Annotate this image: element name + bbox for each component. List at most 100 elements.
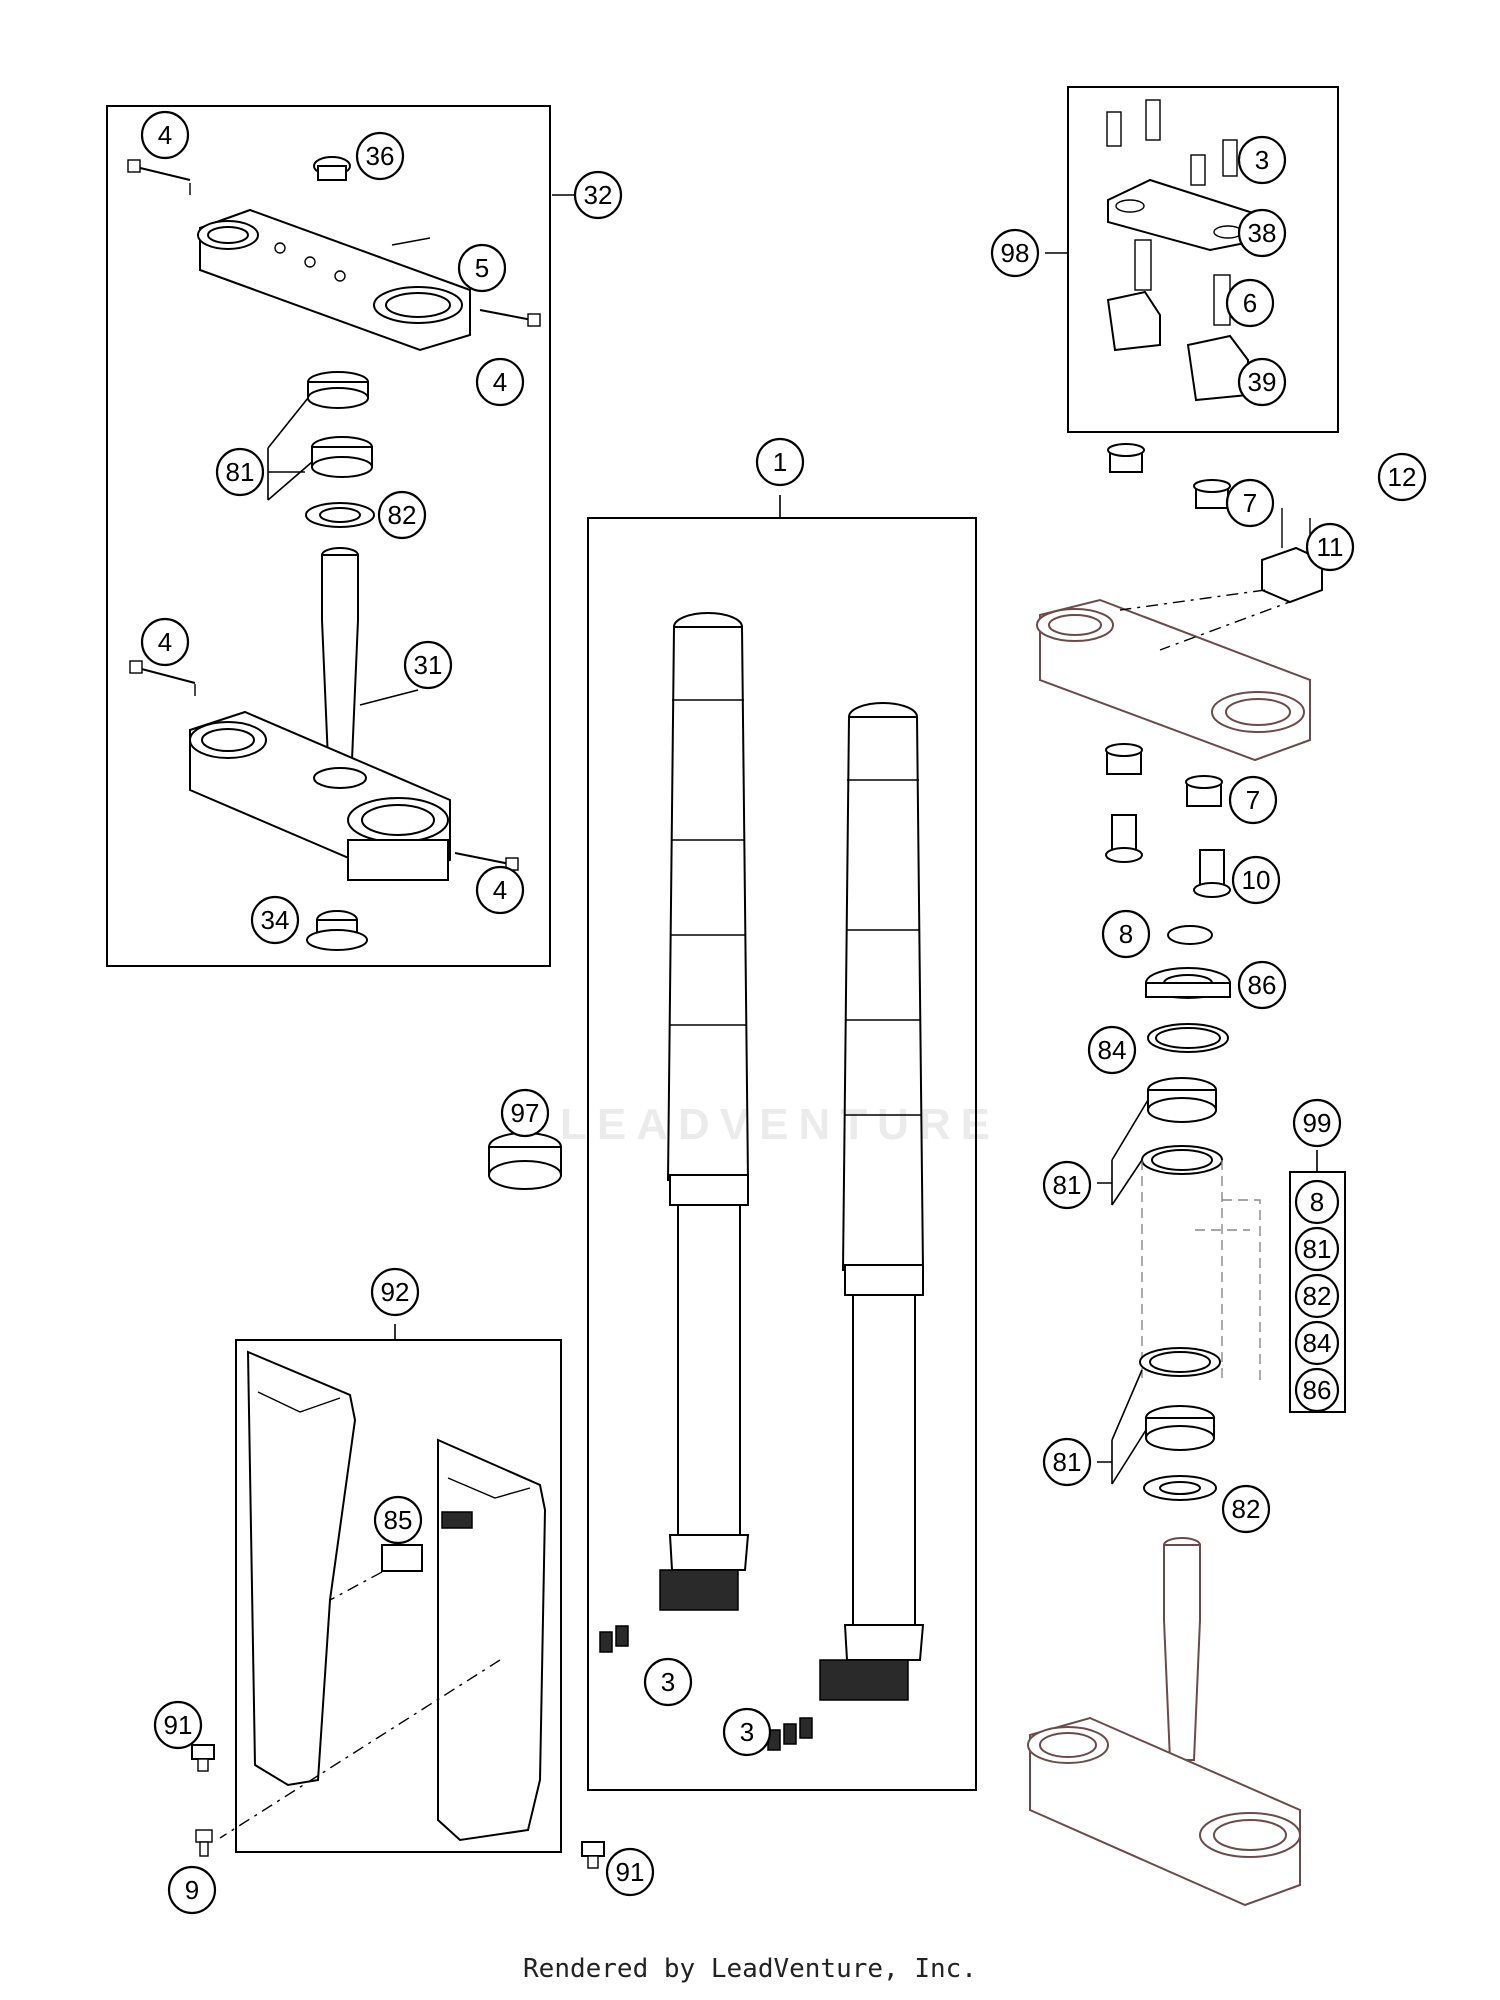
callout-label: 38 — [1248, 218, 1277, 248]
callout-circle — [1225, 478, 1275, 528]
group-box-32 — [106, 105, 551, 967]
kit-99-item[interactable]: 86 — [1294, 1367, 1340, 1413]
kit-99-item[interactable]: 8 — [1294, 1179, 1340, 1225]
callout-81-b[interactable]: 81 — [1042, 1160, 1092, 1210]
washer-86 — [1145, 967, 1231, 999]
callout-label: 91 — [616, 1857, 645, 1887]
callout-label: 81 — [226, 457, 255, 487]
callout-circle — [1221, 1484, 1271, 1534]
callout-34[interactable]: 34 — [250, 895, 300, 945]
callout-label: 4 — [158, 120, 172, 150]
screw-9 — [195, 1829, 213, 1857]
callout-circle — [1231, 855, 1281, 905]
callout-label: 36 — [366, 141, 395, 171]
callout-91-a[interactable]: 91 — [153, 1700, 203, 1750]
callout-circle — [500, 1088, 550, 1138]
callout-circle — [1377, 452, 1427, 502]
callout-98[interactable]: 98 — [990, 228, 1040, 278]
seal-82-a — [305, 502, 375, 528]
callout-7-a[interactable]: 7 — [1225, 478, 1275, 528]
callout-label: 82 — [388, 500, 417, 530]
callout-9[interactable]: 9 — [167, 1865, 217, 1915]
callout-84[interactable]: 84 — [1087, 1025, 1137, 1075]
callout-circle — [403, 640, 453, 690]
callout-circle — [1225, 278, 1275, 328]
callout-label: 7 — [1243, 488, 1257, 518]
callout-85[interactable]: 85 — [373, 1495, 423, 1545]
kit-99-item[interactable]: 84 — [1294, 1320, 1340, 1366]
bearing-81-b — [1141, 1077, 1223, 1175]
callout-circle — [140, 110, 190, 160]
callout-10[interactable]: 10 — [1231, 855, 1281, 905]
callout-3-c[interactable]: 3 — [722, 1707, 772, 1757]
callout-3-a[interactable]: 3 — [1237, 135, 1287, 185]
callout-label: 86 — [1248, 970, 1277, 1000]
callout-82-a[interactable]: 82 — [377, 490, 427, 540]
callout-86[interactable]: 86 — [1237, 960, 1287, 1010]
kit-99-item-label: 82 — [1303, 1281, 1332, 1311]
leader-81-b — [1097, 1099, 1149, 1206]
callout-12[interactable]: 12 — [1377, 452, 1427, 502]
callout-label: 32 — [584, 180, 613, 210]
callout-39[interactable]: 39 — [1237, 357, 1287, 407]
callout-32[interactable]: 32 — [573, 170, 623, 220]
bushing-10 — [1105, 814, 1231, 898]
callout-3-b[interactable]: 3 — [643, 1657, 693, 1707]
callout-circle — [1101, 909, 1151, 959]
callout-5[interactable]: 5 — [457, 243, 507, 293]
callout-label: 39 — [1248, 367, 1277, 397]
callout-6[interactable]: 6 — [1225, 278, 1275, 328]
callout-label: 81 — [1053, 1170, 1082, 1200]
dash-lines-11 — [1119, 589, 1323, 651]
callout-8[interactable]: 8 — [1101, 909, 1151, 959]
callout-82-b[interactable]: 82 — [1221, 1484, 1271, 1534]
leader-81-a — [267, 397, 313, 501]
group-box-98 — [1067, 86, 1339, 433]
callout-circle — [140, 617, 190, 667]
callout-label: 99 — [1303, 1108, 1332, 1138]
kit-99-item[interactable]: 82 — [1294, 1273, 1340, 1319]
callout-97[interactable]: 97 — [500, 1088, 550, 1138]
kit-99-item-circle — [1294, 1320, 1340, 1366]
lower-triple-clamp — [189, 710, 451, 882]
callout-4-c[interactable]: 4 — [140, 617, 190, 667]
callout-circle — [167, 1865, 217, 1915]
callout-1[interactable]: 1 — [755, 437, 805, 487]
callout-label: 91 — [164, 1710, 193, 1740]
callout-4-d[interactable]: 4 — [475, 865, 525, 915]
callout-11[interactable]: 11 — [1305, 522, 1355, 572]
callout-circle — [355, 131, 405, 181]
spacer-7-b — [1105, 743, 1223, 807]
callout-label: 85 — [384, 1505, 413, 1535]
bolt-5 — [391, 237, 431, 246]
kit-99-item-circle — [1294, 1226, 1340, 1272]
callout-circle — [1228, 775, 1278, 825]
kit-99-item[interactable]: 81 — [1294, 1226, 1340, 1272]
callout-38[interactable]: 38 — [1237, 208, 1287, 258]
callout-99[interactable]: 99 — [1292, 1098, 1342, 1148]
callout-91-b[interactable]: 91 — [605, 1847, 655, 1897]
callout-label: 97 — [511, 1098, 540, 1128]
callout-circle — [643, 1657, 693, 1707]
callout-circle — [722, 1707, 772, 1757]
callout-circle — [1087, 1025, 1137, 1075]
callout-label: 82 — [1232, 1494, 1261, 1524]
callout-label: 7 — [1246, 785, 1260, 815]
callout-81-a[interactable]: 81 — [215, 447, 265, 497]
callout-4-b[interactable]: 4 — [475, 357, 525, 407]
callout-circle — [573, 170, 623, 220]
callout-36[interactable]: 36 — [355, 131, 405, 181]
callout-7-b[interactable]: 7 — [1228, 775, 1278, 825]
callout-label: 4 — [158, 627, 172, 657]
callout-31[interactable]: 31 — [403, 640, 453, 690]
callout-label: 84 — [1098, 1035, 1127, 1065]
callout-92[interactable]: 92 — [370, 1267, 420, 1317]
callout-label: 1 — [773, 447, 787, 477]
callout-circle — [1237, 960, 1287, 1010]
callout-label: 92 — [381, 1277, 410, 1307]
kit-99-item-label: 81 — [1303, 1234, 1332, 1264]
callout-81-c[interactable]: 81 — [1042, 1437, 1092, 1487]
callout-4-a[interactable]: 4 — [140, 110, 190, 160]
ring-97 — [488, 1132, 562, 1190]
